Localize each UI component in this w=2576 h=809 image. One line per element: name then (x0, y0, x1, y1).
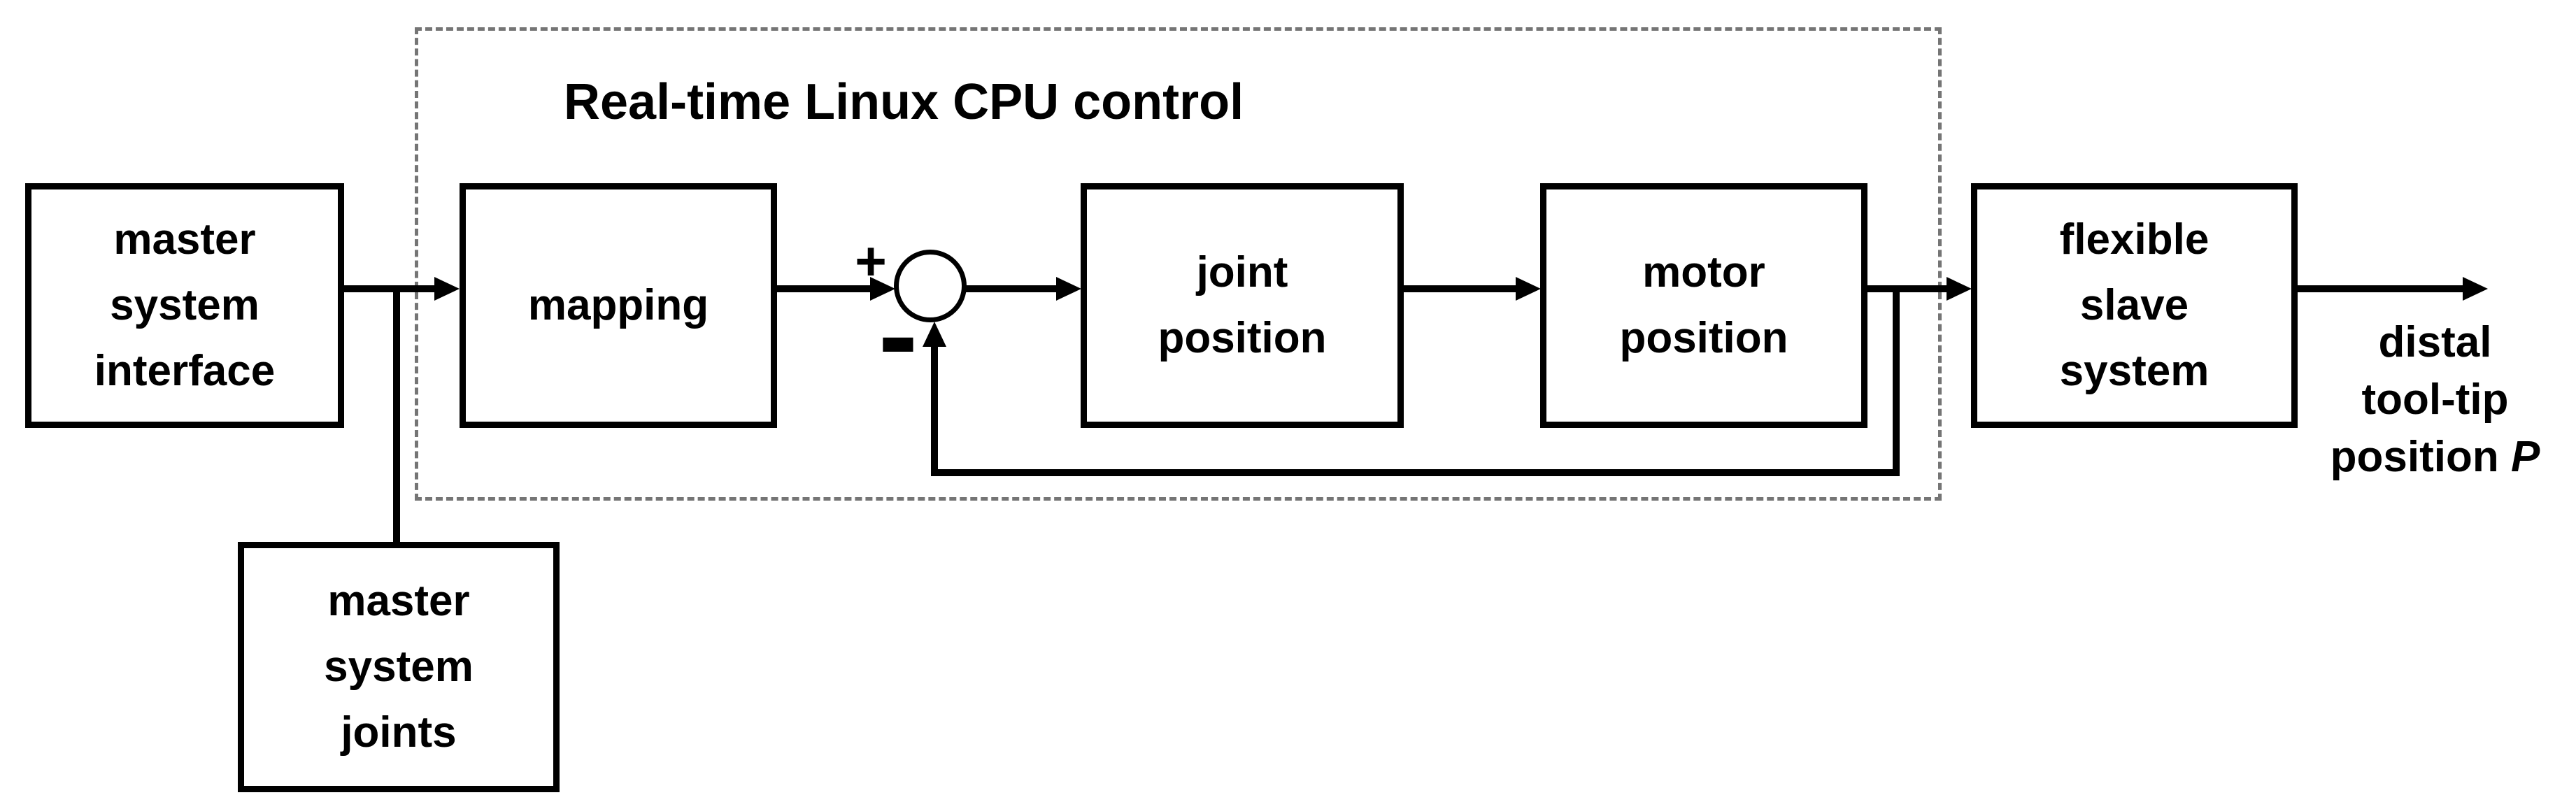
connector-joint-to-motor (1399, 285, 1519, 292)
block-mapping-label: mapping (527, 281, 709, 329)
connector-mapping-to-sum (772, 285, 873, 292)
connector-branch-to-joints (393, 285, 400, 545)
block-flexible-slave-system: flexible slave system (1971, 183, 2298, 428)
arrowhead-into-mapping-icon (434, 277, 460, 301)
block-joint-position: joint position (1081, 183, 1404, 428)
region-title: Real-time Linux CPU control (564, 74, 1244, 130)
block-motor-position-label: motor position (1619, 248, 1788, 362)
arrowhead-into-sum-icon (870, 277, 895, 301)
connector-interface-to-mapping (340, 285, 438, 292)
realtime-cpu-control-region (415, 27, 1942, 501)
output-label-line2: tool-tip (2361, 375, 2509, 424)
block-master-system-joints-label: master system joints (324, 577, 474, 757)
output-label-line3: position P (2294, 429, 2576, 486)
block-mapping: mapping (460, 183, 777, 428)
block-flexible-slave-system-label: flexible slave system (2059, 215, 2209, 395)
arrowhead-into-joint-icon (1056, 277, 1081, 301)
arrowhead-feedback-into-sum-icon (923, 322, 946, 347)
arrowhead-into-slave-icon (1947, 277, 1972, 301)
block-master-system-joints: master system joints (238, 542, 560, 792)
output-label-p-symbol: P (2510, 433, 2540, 481)
output-label-line1: distal (2378, 318, 2492, 366)
feedback-horizontal-segment (931, 469, 1900, 476)
arrowhead-into-motor-icon (1516, 277, 1541, 301)
block-joint-position-label: joint position (1158, 248, 1327, 362)
summing-junction-circle (894, 250, 967, 322)
block-master-system-interface-label: master system interface (94, 215, 276, 395)
connector-motor-to-slave (1863, 285, 1950, 292)
feedback-down-segment (1893, 285, 1900, 476)
feedback-up-segment (931, 344, 938, 476)
arrowhead-output-icon (2463, 277, 2488, 301)
output-label: distal tool-tip position P (2294, 314, 2576, 486)
summing-junction-plus-sign: + (855, 230, 887, 292)
connector-slave-to-output (2293, 285, 2465, 292)
block-motor-position: motor position (1540, 183, 1867, 428)
summing-junction-minus-sign: - (878, 269, 918, 401)
block-master-system-interface: master system interface (25, 183, 344, 428)
output-label-position-word: position (2330, 433, 2499, 481)
connector-sum-to-joint (964, 285, 1059, 292)
